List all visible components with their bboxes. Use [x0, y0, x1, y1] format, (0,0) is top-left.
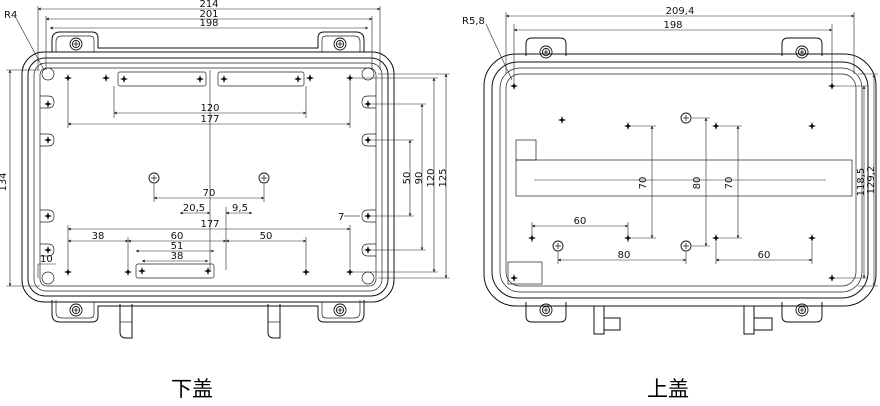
dim-top-198: 198 [663, 20, 682, 31]
dim-bottom-38-left: 38 [92, 231, 105, 242]
dim-top-70-left: 70 [638, 177, 649, 190]
caption-bottom-cover: 下盖 [171, 377, 213, 401]
dim-bottom-177-lower: 177 [200, 219, 219, 230]
dim-top-60-right: 60 [758, 250, 771, 261]
top-cover-drawing: 209,4 198 R5,8 70 80 70 118,5 129,2 60 8… [462, 6, 878, 335]
dim-top-70-right: 70 [724, 177, 735, 190]
dim-bottom-20-5: 20,5 [183, 203, 205, 214]
dim-bottom-50: 50 [402, 172, 413, 185]
dim-bottom-10: 10 [40, 254, 53, 265]
dim-bottom-125: 125 [438, 168, 449, 187]
dim-top-80-span: 80 [618, 250, 631, 261]
dim-bottom-120-vert: 120 [426, 168, 437, 187]
caption-top-cover: 上盖 [647, 377, 689, 401]
dim-bottom-70: 70 [203, 188, 216, 199]
dim-bottom-38-slot: 38 [171, 251, 184, 262]
dim-top-80: 80 [692, 177, 703, 190]
dim-bottom-177: 177 [200, 114, 219, 125]
dim-top-r5-8: R5,8 [462, 16, 485, 27]
dim-top-60-left: 60 [574, 216, 587, 227]
dim-top-209-4: 209,4 [666, 6, 695, 17]
dim-bottom-134: 134 [0, 172, 9, 191]
dim-bottom-198: 198 [199, 18, 218, 29]
dim-bottom-51: 51 [171, 241, 184, 252]
dim-bottom-9-5: 9,5 [232, 203, 248, 214]
bottom-cover-drawing: 214 201 198 R4 134 120 177 50 90 120 125 [0, 0, 450, 339]
dim-bottom-7: 7 [338, 212, 344, 223]
dim-bottom-50-lower: 50 [260, 231, 273, 242]
dim-bottom-90: 90 [414, 172, 425, 185]
dim-bottom-r4: R4 [4, 10, 17, 21]
dim-top-129-2: 129,2 [866, 166, 877, 195]
dim-bottom-214: 214 [199, 0, 218, 10]
dim-bottom-201: 201 [199, 9, 218, 20]
dim-top-118-5: 118,5 [856, 168, 867, 197]
dim-bottom-60: 60 [171, 231, 184, 242]
dim-bottom-120: 120 [200, 103, 219, 114]
